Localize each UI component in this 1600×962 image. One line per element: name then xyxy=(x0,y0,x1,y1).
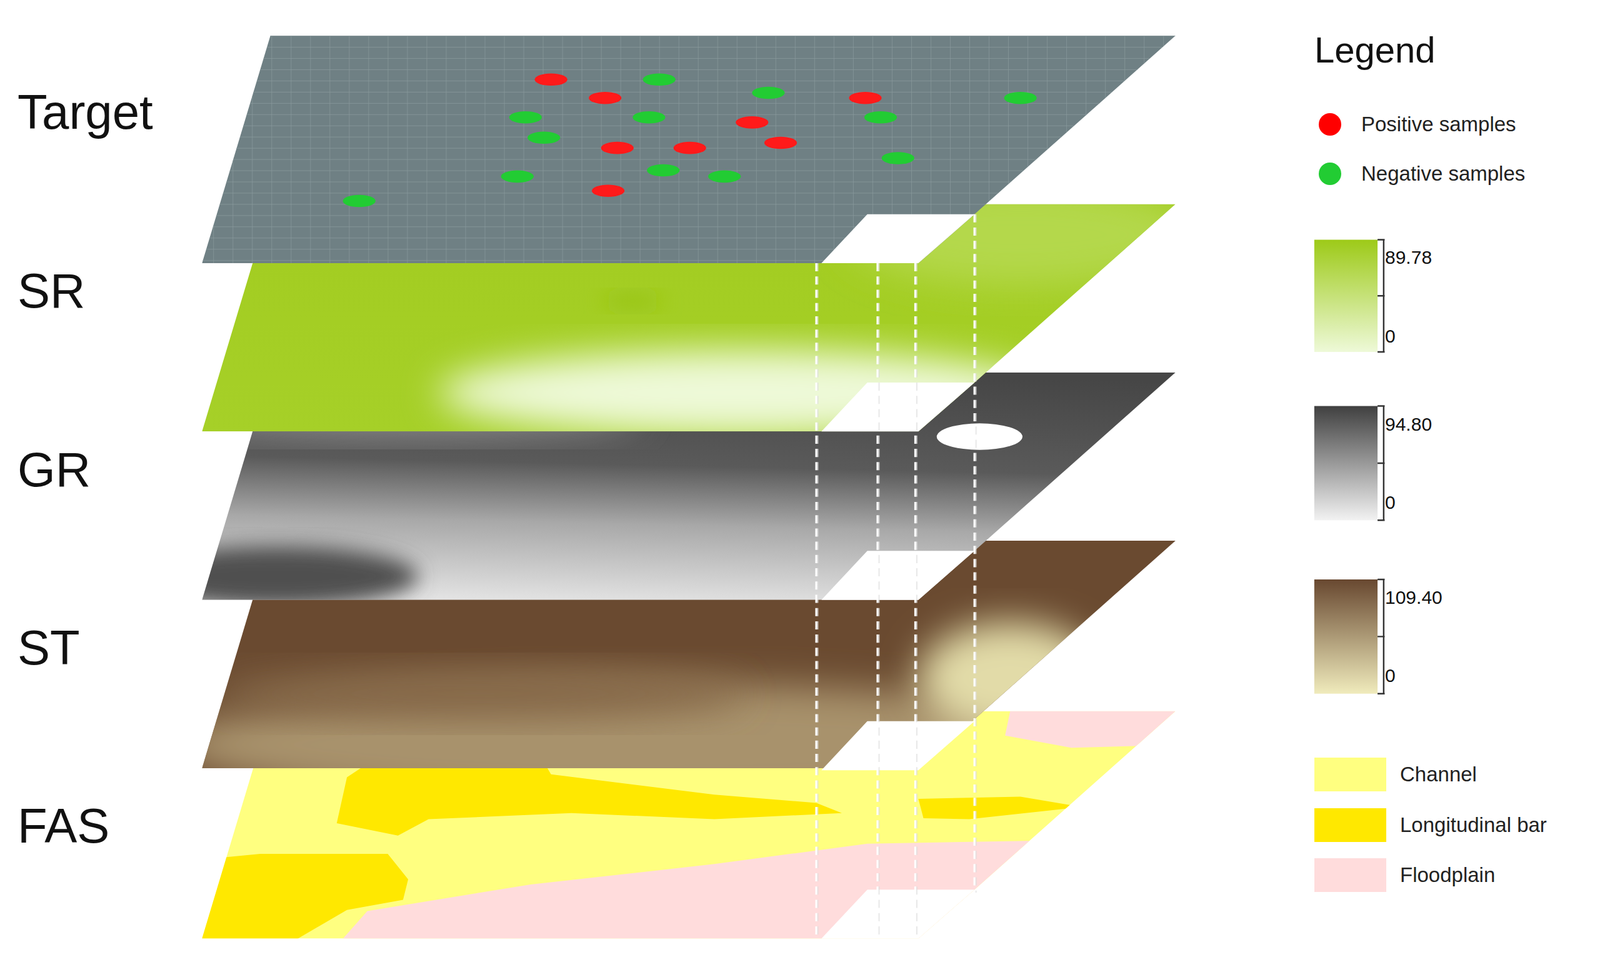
legend-dot xyxy=(1318,162,1342,185)
layer-label: ST xyxy=(17,620,80,677)
layer-label: GR xyxy=(17,441,91,499)
scale-value: 89.78 xyxy=(1385,246,1432,269)
legend-swatch xyxy=(1314,858,1387,892)
layer-label: FAS xyxy=(17,798,110,855)
scale-value: 109.40 xyxy=(1385,586,1443,609)
scale-value: 94.80 xyxy=(1385,413,1432,436)
layer-label: Target xyxy=(17,84,154,141)
legend-text: Negative samples xyxy=(1361,161,1525,186)
layer-label: SR xyxy=(17,263,85,320)
scale-value: 0 xyxy=(1385,325,1396,348)
legend-text: Floodplain xyxy=(1400,863,1495,887)
legend-title: Legend xyxy=(1314,29,1436,72)
scale-value: 0 xyxy=(1385,491,1396,514)
legend-dot xyxy=(1318,113,1342,136)
legend-swatch xyxy=(1314,757,1387,792)
legend-text: Positive samples xyxy=(1361,112,1517,137)
legend-text: Longitudinal bar xyxy=(1400,813,1547,837)
legend-swatch xyxy=(1314,808,1387,842)
scale-value: 0 xyxy=(1385,665,1396,687)
legend-text: Channel xyxy=(1400,762,1477,787)
